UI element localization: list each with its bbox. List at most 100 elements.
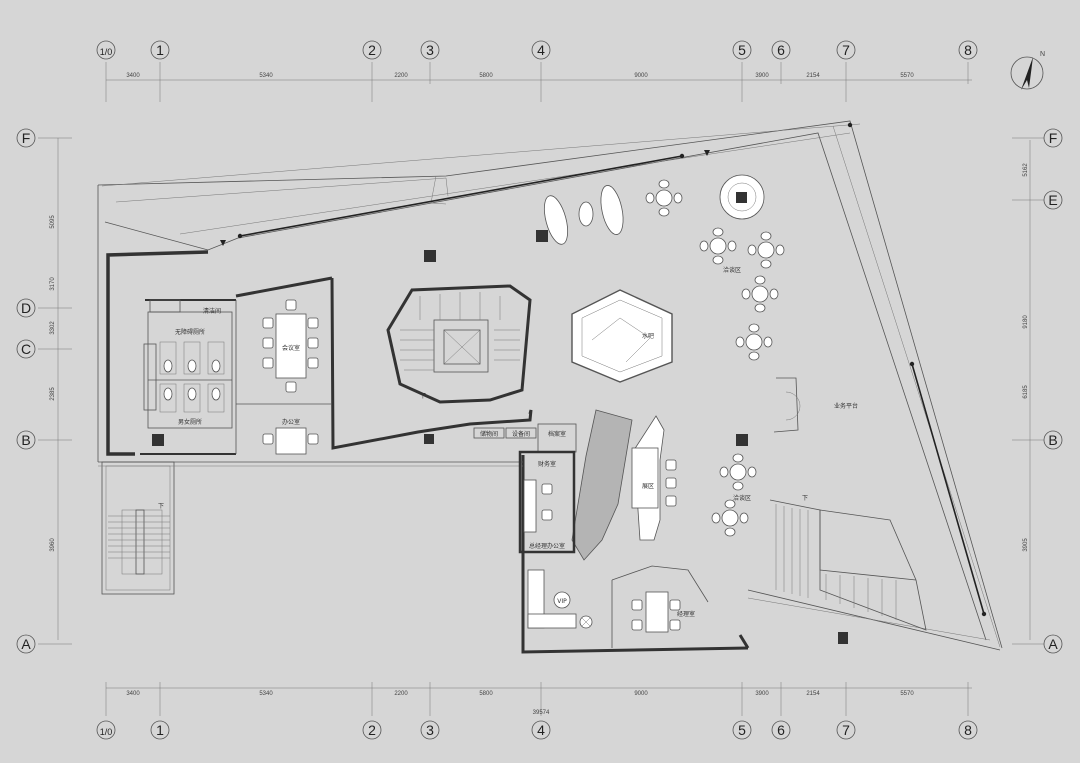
room-label-lounge: 洽谈区 — [723, 266, 741, 274]
facade-rail — [220, 122, 987, 617]
grid-col-label: 7 — [842, 722, 850, 738]
dimension-text: 9000 — [634, 691, 648, 697]
room-label-cleaning: 清洁间 — [203, 307, 221, 315]
row-labels-right: F E B A — [1043, 128, 1063, 654]
room-label-equipment: 设备间 — [512, 430, 530, 438]
room-label-meeting: 会议室 — [282, 344, 300, 352]
stair-right: 下 — [769, 495, 927, 644]
grid-col-label: 1 — [156, 42, 164, 58]
grid-col-label: 3 — [426, 42, 434, 58]
grid-row-label: F — [22, 130, 31, 146]
dimension-text: 2154 — [806, 73, 820, 79]
room-label-business-desk: 业务平台 — [834, 402, 858, 410]
table-set-4 — [741, 275, 779, 313]
dimension-text: 2200 — [394, 73, 408, 79]
total-dimension-text: 39574 — [533, 710, 550, 716]
dimension-text: 5800 — [479, 73, 493, 79]
left-dimensions: 5095 3170 3302 2385 3960 — [50, 215, 56, 552]
business-desk-area: 业务平台 — [736, 377, 858, 446]
column-labels-top: 1/0 1 2 3 4 5 6 7 8 — [96, 40, 978, 60]
building-outline — [97, 120, 1003, 654]
stair-down-label: 下 — [802, 495, 808, 502]
grid-col-label: 4 — [537, 42, 545, 58]
row-labels-left: F D C B A — [16, 128, 36, 654]
table-set-6 — [719, 453, 757, 491]
dimension-text: 3170 — [50, 277, 56, 291]
dimension-text: 5162 — [1023, 163, 1029, 177]
dimension-text: 5340 — [259, 73, 273, 79]
grid-col-label: 2 — [368, 722, 376, 738]
restroom-block: 清洁间 无障碍厕所 男女厕所 — [143, 299, 233, 446]
room-label-office: 办公室 — [282, 418, 300, 426]
grid-row-label: A — [21, 636, 31, 652]
grid-col-label: 6 — [777, 42, 785, 58]
table-set-3 — [747, 231, 785, 269]
display-area: 展区 — [571, 409, 677, 561]
grid-col-label: 5 — [738, 42, 746, 58]
grid-col-label: 8 — [964, 42, 972, 58]
grid-col-label: 5 — [738, 722, 746, 738]
grid-axes — [38, 62, 1044, 716]
dimension-text: 2154 — [806, 691, 820, 697]
grid-col-label: 7 — [842, 42, 850, 58]
room-label-restroom: 男女厕所 — [178, 418, 202, 426]
grid-bubble — [96, 40, 116, 60]
room-label-meeting2: 洽谈区 — [733, 494, 751, 502]
room-label-finance: 财务室 — [538, 460, 556, 468]
bottom-dimensions: 3400 5340 2200 5800 9000 3900 2154 5570 … — [126, 691, 914, 716]
column-labels-bottom: 1/0 1 2 3 4 5 6 7 8 — [96, 720, 978, 740]
lower-lounge-furniture: 洽谈区 — [711, 453, 757, 537]
table-set-5 — [735, 323, 773, 361]
structural-column — [424, 250, 436, 262]
room-label-manager-office: 经理室 — [677, 610, 695, 618]
grid-col-label: 6 — [777, 722, 785, 738]
grid-col-label: 1 — [156, 722, 164, 738]
stair-down-label: 下 — [420, 393, 426, 400]
right-dimensions: 5162 9180 6185 3905 — [1023, 163, 1029, 552]
grid-row-label: D — [21, 300, 31, 316]
dimension-text: 6185 — [1023, 385, 1029, 399]
dimension-text: 3302 — [50, 321, 56, 335]
stair-bottom-left: 下 — [108, 503, 170, 575]
structural-column — [424, 434, 434, 444]
water-bar: 水吧 — [571, 289, 673, 383]
dimension-text: 3905 — [1023, 538, 1029, 552]
table-set-1 — [645, 179, 683, 217]
dimension-text: 3960 — [50, 538, 56, 552]
room-label-archive: 档案室 — [548, 430, 566, 438]
structural-column — [152, 434, 164, 446]
manager-room: 经理室 — [611, 565, 709, 648]
top-dimensions: 3400 5340 2200 5800 9000 3900 2154 5570 — [126, 73, 914, 79]
stair-down-label: 下 — [158, 503, 164, 510]
grid-col-label: 1/0 — [100, 47, 113, 57]
structural-column — [536, 230, 548, 242]
dimension-text: 2385 — [50, 387, 56, 401]
dimension-text: 3900 — [755, 691, 769, 697]
meeting-room: 会议室 办公室 — [235, 299, 434, 455]
north-arrow-icon: N — [1010, 51, 1045, 90]
room-label-accessible-wc: 无障碍厕所 — [175, 328, 205, 336]
dimension-text: 5800 — [479, 691, 493, 697]
grid-row-label: F — [1049, 130, 1058, 146]
grid-row-label: B — [21, 432, 30, 448]
dimension-text: 5340 — [259, 691, 273, 697]
grid-row-label: E — [1048, 192, 1057, 208]
table-set-7 — [711, 499, 749, 537]
dimension-text: 9180 — [1023, 315, 1029, 329]
dimension-text: 5570 — [900, 73, 914, 79]
structural-column — [736, 434, 748, 446]
dimension-text: 9000 — [634, 73, 648, 79]
vip-label: VIP — [557, 598, 567, 605]
structural-column — [736, 192, 747, 203]
dimension-text: 3400 — [126, 73, 140, 79]
grid-col-label: 1/0 — [100, 727, 113, 737]
dimension-text: 5570 — [900, 691, 914, 697]
dimension-text: 3900 — [755, 73, 769, 79]
central-stair: 下 — [386, 250, 532, 404]
north-label: N — [1040, 51, 1045, 58]
structural-column — [838, 632, 848, 644]
grid-col-label: 3 — [426, 722, 434, 738]
lounge-furniture: 洽谈区 — [536, 174, 785, 361]
service-rooms: 储物间 设备间 档案室 — [473, 423, 577, 453]
